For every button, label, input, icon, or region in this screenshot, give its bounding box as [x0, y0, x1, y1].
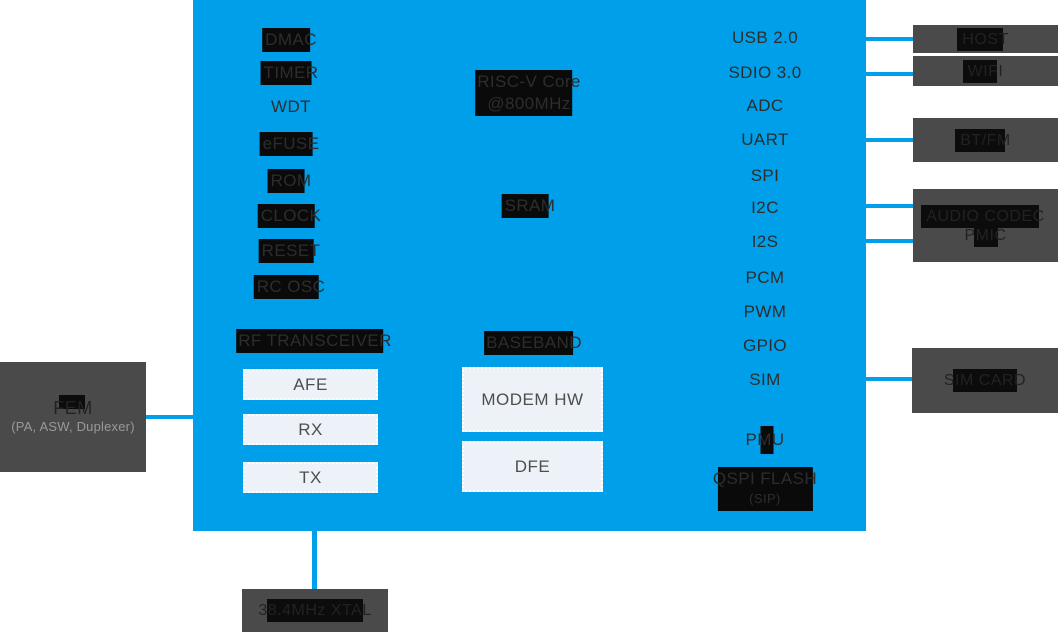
connector-fem-chip	[146, 415, 193, 419]
block-rom: ROM	[267, 169, 312, 193]
block-usb: USB 2.0	[731, 28, 799, 47]
connector-uart-btfm	[866, 138, 913, 142]
connector-chip-xtal	[312, 531, 317, 589]
block-dfe: DFE	[462, 441, 603, 492]
block-reset: RESET	[258, 239, 321, 263]
block-sdio: SDIO 3.0	[728, 63, 802, 82]
block-dmac: DMAC	[262, 28, 317, 52]
qspi-flash-package: (SIP)	[749, 491, 781, 506]
external-fem: FEM (PA, ASW, Duplexer)	[0, 362, 146, 472]
xtal-label: 38.4MHz XTAL	[258, 599, 372, 622]
afe-label: AFE	[293, 374, 328, 394]
block-i2s: I2S	[751, 232, 779, 251]
block-qspi-flash: QSPI FLASH (SIP)	[712, 467, 818, 511]
fem-components-label: (PA, ASW, Duplexer)	[11, 419, 135, 434]
block-riscv-core: RISC-V Core @800MHz	[475, 70, 581, 116]
block-rx: RX	[243, 414, 378, 445]
block-pmu: PMU	[745, 426, 785, 454]
external-bt-fm: BT/FM	[913, 118, 1058, 162]
block-modem-hw: MODEM HW	[462, 367, 603, 432]
connector-i2s-audio	[866, 239, 913, 243]
block-timer: TIMER	[260, 61, 319, 85]
block-rc-osc: RC OSC	[253, 275, 326, 299]
block-sim: SIM	[749, 370, 781, 389]
wifi-label: WIFI	[962, 59, 1004, 83]
external-host: HOST	[913, 25, 1058, 53]
block-efuse: eFUSE	[259, 132, 320, 156]
connector-i2c-audio	[866, 204, 913, 208]
block-wdt: WDT	[271, 97, 311, 116]
block-clock: CLOCK	[257, 204, 322, 228]
external-wifi: WIFI	[913, 56, 1058, 86]
block-tx: TX	[243, 462, 378, 493]
block-uart: UART	[741, 130, 789, 149]
block-adc: ADC	[746, 96, 784, 115]
tx-label: TX	[299, 467, 322, 487]
block-pcm: PCM	[745, 268, 785, 287]
dfe-label: DFE	[514, 456, 551, 476]
rx-label: RX	[298, 419, 323, 439]
block-afe: AFE	[243, 369, 378, 400]
modem-hw-label: MODEM HW	[481, 389, 584, 409]
block-baseband-title: BASEBAND	[484, 331, 582, 355]
block-spi: SPI	[750, 166, 780, 185]
connector-sim-simcard	[866, 377, 912, 381]
pmic-label: PMIC	[964, 223, 1007, 247]
sim-card-label: SIM CARD	[943, 369, 1027, 392]
external-sim-card: SIM CARD	[912, 348, 1058, 413]
audio-codec-label: AUDIO CODEC	[921, 204, 1045, 228]
riscv-core-name: RISC-V Core	[477, 72, 581, 91]
block-i2c: I2C	[751, 198, 779, 217]
connector-usb-host	[866, 37, 913, 41]
block-sram: SRAM	[501, 194, 556, 218]
fem-label: FEM	[53, 395, 93, 418]
riscv-core-clock: @800MHz	[487, 94, 571, 113]
block-rf-transceiver-title: RF TRANSCEIVER	[236, 329, 392, 353]
external-audio-codec-pmic: AUDIO CODEC PMIC	[913, 189, 1058, 262]
block-gpio: GPIO	[742, 336, 788, 355]
connector-sdio-wifi	[866, 72, 913, 76]
bt-fm-label: BT/FM	[955, 128, 1011, 152]
external-xtal: 38.4MHz XTAL	[242, 589, 388, 632]
host-label: HOST	[957, 27, 1009, 51]
block-pwm: PWM	[743, 302, 787, 321]
qspi-flash-name: QSPI FLASH	[712, 469, 818, 488]
